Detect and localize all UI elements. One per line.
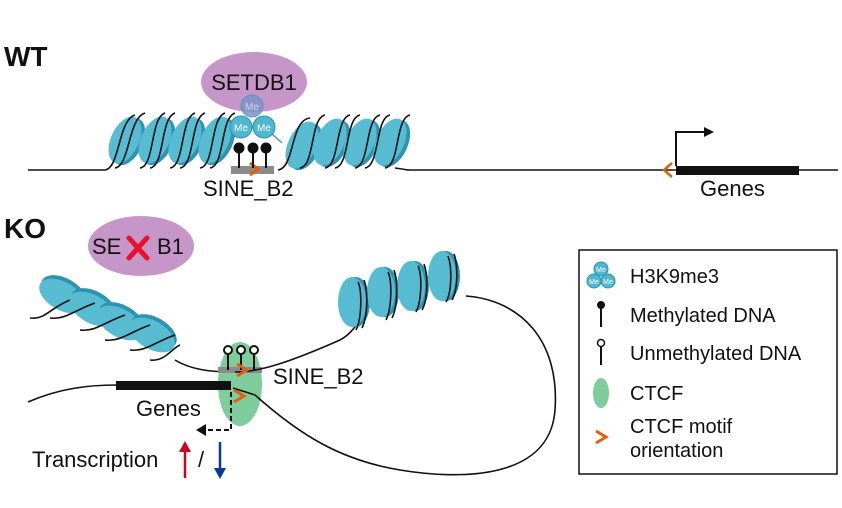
- ko-genes-label: Genes: [136, 396, 201, 421]
- wt-sine-b2-element: [231, 166, 274, 174]
- legend-label: H3K9me3: [630, 266, 719, 288]
- transcription-direction-arrow: [205, 392, 232, 431]
- wt-h3k9me3-icon: Me Me Me: [229, 94, 283, 144]
- svg-text:Me: Me: [234, 123, 248, 134]
- legend-item-unmethylated-dna: Unmethylated DNA: [596, 338, 802, 365]
- transcription-down-arrow-icon: [214, 442, 226, 479]
- ko-panel: KO SE B1 SINE_B2: [4, 213, 557, 479]
- legend-item-methylated-dna: Methylated DNA: [597, 301, 776, 327]
- legend-box: [578, 249, 838, 475]
- ctcf-motif-icon: [595, 429, 609, 445]
- chromatin-loop: [254, 295, 557, 476]
- transcription-up-arrow-icon: [179, 441, 191, 478]
- ko-gene-ctcf-motif-icon: [233, 388, 247, 404]
- wt-title: WT: [4, 41, 48, 72]
- wt-gene-ctcf-motif-icon: [662, 162, 673, 178]
- svg-text:Me: Me: [603, 279, 613, 286]
- unmethylated-dna-icon: [596, 338, 606, 365]
- legend-item-ctcf-motif: CTCF motif orientation: [595, 416, 733, 462]
- legend-label: Unmethylated DNA: [630, 343, 802, 365]
- ko-sine-ctcf-motif-icon: [236, 362, 250, 378]
- wt-setdb1-protein: [201, 52, 307, 112]
- ctcf-icon: [593, 378, 609, 408]
- h3k9me3-icon: Me Me Me: [586, 261, 616, 289]
- ko-nucleosome-array-right: [338, 251, 460, 331]
- legend-label: CTCF: [630, 383, 683, 405]
- legend-item-ctcf: CTCF: [593, 378, 683, 408]
- wt-methylated-dna-icons: [233, 142, 272, 168]
- svg-text:Me: Me: [245, 102, 259, 113]
- ko-title: KO: [4, 213, 46, 244]
- legend-label: Methylated DNA: [630, 305, 776, 327]
- wt-genes-label: Genes: [700, 176, 765, 201]
- ko-unmethylated-dna-icons: [223, 345, 259, 370]
- svg-text:Me: Me: [257, 123, 271, 134]
- svg-text:Me: Me: [596, 267, 606, 274]
- ko-sine-b2-label: SINE_B2: [273, 364, 364, 389]
- legend: Me Me Me H3K9me3 Methylated DNA Unmethyl…: [578, 249, 838, 475]
- wt-nucleosome-array-right: [277, 113, 417, 176]
- wt-nucleosome-array-left: [101, 111, 242, 171]
- transcription-label: Transcription: [32, 447, 158, 472]
- ko-setdb1-label-prefix: SE: [92, 234, 121, 259]
- wt-panel: WT SETDB1: [4, 41, 838, 201]
- legend-label-line1: CTCF motif: [630, 416, 733, 438]
- ko-nucleosome-array-left: [29, 267, 236, 373]
- legend-item-h3k9me3: Me Me Me H3K9me3: [586, 261, 719, 289]
- wt-setdb1-label: SETDB1: [211, 70, 297, 95]
- knockout-x-icon: [126, 235, 150, 261]
- svg-text:Me: Me: [589, 279, 599, 286]
- wt-gene-body: [676, 166, 799, 175]
- wt-sine-b2-label: SINE_B2: [203, 176, 294, 201]
- legend-label-line2: orientation: [630, 440, 723, 462]
- ko-dna-strand-lower: [27, 384, 117, 403]
- ko-gene-body: [116, 381, 231, 390]
- methylated-dna-icon: [597, 301, 605, 327]
- wt-tss-arrow-icon: [675, 131, 706, 166]
- ko-setdb1-label-suffix: B1: [157, 234, 184, 259]
- transcription-separator: /: [198, 447, 205, 472]
